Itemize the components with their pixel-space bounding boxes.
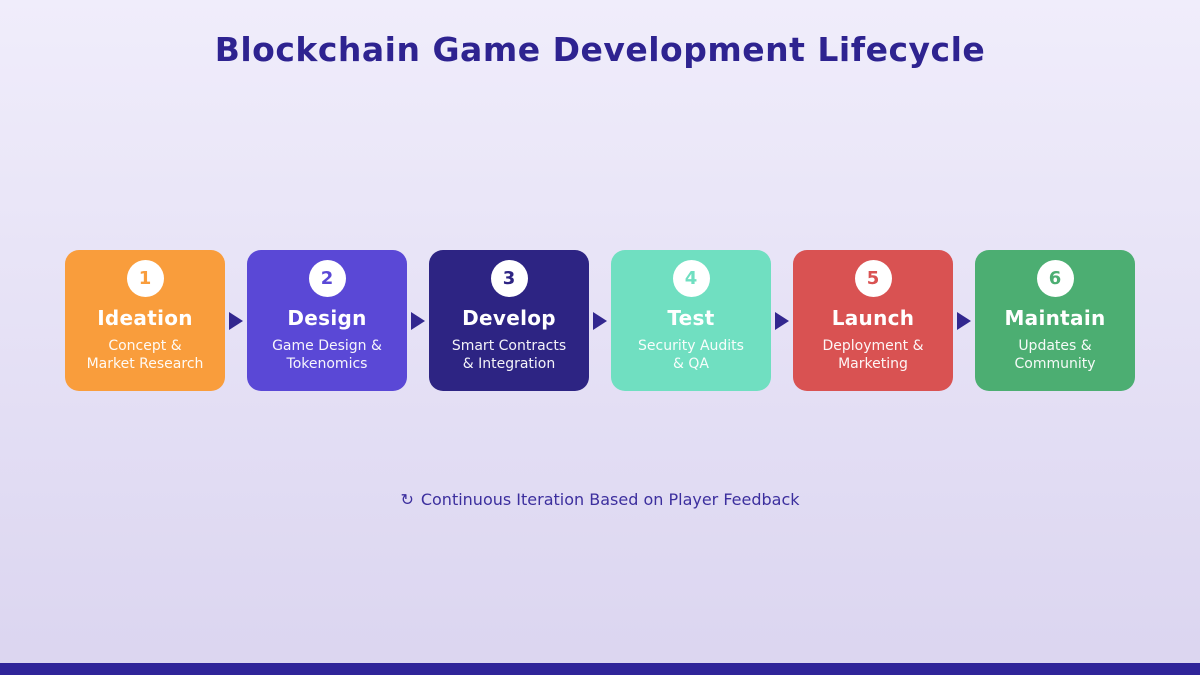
loop-icon: ↻ <box>400 490 414 509</box>
step-number: 4 <box>684 268 698 289</box>
step-subtitle-line1: Concept & <box>108 338 182 354</box>
flow-arrow-icon <box>957 311 971 330</box>
step-subtitle: Concept & Market Research <box>87 337 204 373</box>
step-number-badge: 3 <box>490 260 528 297</box>
step-number: 1 <box>138 268 152 289</box>
step-subtitle-line1: Security Audits <box>638 338 744 354</box>
step-subtitle: Updates & Community <box>1014 337 1095 373</box>
footer-bar <box>0 663 1200 675</box>
step-number-badge: 5 <box>854 260 892 297</box>
step-number: 6 <box>1048 268 1062 289</box>
step-subtitle: Deployment & Marketing <box>822 337 923 373</box>
step-card-launch: 5 Launch Deployment & Marketing <box>793 250 953 391</box>
lifecycle-flow: 1 Ideation Concept & Market Research 2 D… <box>0 250 1200 391</box>
iteration-note-text: Continuous Iteration Based on Player Fee… <box>420 490 800 509</box>
step-number: 2 <box>320 268 334 289</box>
arrow-slot <box>225 311 247 330</box>
step-card-design: 2 Design Game Design & Tokenomics <box>247 250 407 391</box>
step-title: Design <box>287 306 367 330</box>
step-title: Develop <box>462 306 556 330</box>
arrow-slot <box>953 311 975 330</box>
step-number: 3 <box>502 268 516 289</box>
flow-arrow-icon <box>593 311 607 330</box>
step-subtitle: Security Audits & QA <box>638 337 744 373</box>
step-subtitle-line2: Market Research <box>86 356 204 372</box>
step-number-badge: 2 <box>308 260 346 297</box>
step-number-badge: 4 <box>672 260 710 297</box>
arrow-slot <box>589 311 611 330</box>
step-title: Launch <box>831 306 915 330</box>
step-card-maintain: 6 Maintain Updates & Community <box>975 250 1135 391</box>
iteration-note: ↻ Continuous Iteration Based on Player Fe… <box>0 490 1200 509</box>
arrow-slot <box>771 311 793 330</box>
step-subtitle-line2: Tokenomics <box>286 356 368 372</box>
step-number-badge: 6 <box>1036 260 1074 297</box>
flow-arrow-icon <box>229 311 243 330</box>
step-title: Maintain <box>1004 306 1106 330</box>
step-card-test: 4 Test Security Audits & QA <box>611 250 771 391</box>
step-subtitle: Game Design & Tokenomics <box>272 337 382 373</box>
step-title: Ideation <box>97 306 193 330</box>
step-subtitle-line2: Community <box>1014 356 1096 372</box>
step-subtitle-line2: Marketing <box>838 356 908 372</box>
arrow-slot <box>407 311 429 330</box>
step-subtitle: Smart Contracts & Integration <box>452 337 566 373</box>
step-subtitle-line1: Smart Contracts <box>451 338 567 354</box>
step-subtitle-line1: Game Design & <box>272 338 382 354</box>
page-title: Blockchain Game Development Lifecycle <box>214 30 986 69</box>
step-card-develop: 3 Develop Smart Contracts & Integration <box>429 250 589 391</box>
flow-arrow-icon <box>775 311 789 330</box>
step-number-badge: 1 <box>126 260 164 297</box>
step-card-ideation: 1 Ideation Concept & Market Research <box>65 250 225 391</box>
flow-arrow-icon <box>411 311 425 330</box>
step-subtitle-line2: & Integration <box>462 356 556 372</box>
step-subtitle-line2: & QA <box>673 356 709 372</box>
step-subtitle-line1: Deployment & <box>822 338 924 354</box>
step-subtitle-line1: Updates & <box>1018 338 1092 354</box>
step-number: 5 <box>866 268 880 289</box>
step-title: Test <box>667 306 715 330</box>
